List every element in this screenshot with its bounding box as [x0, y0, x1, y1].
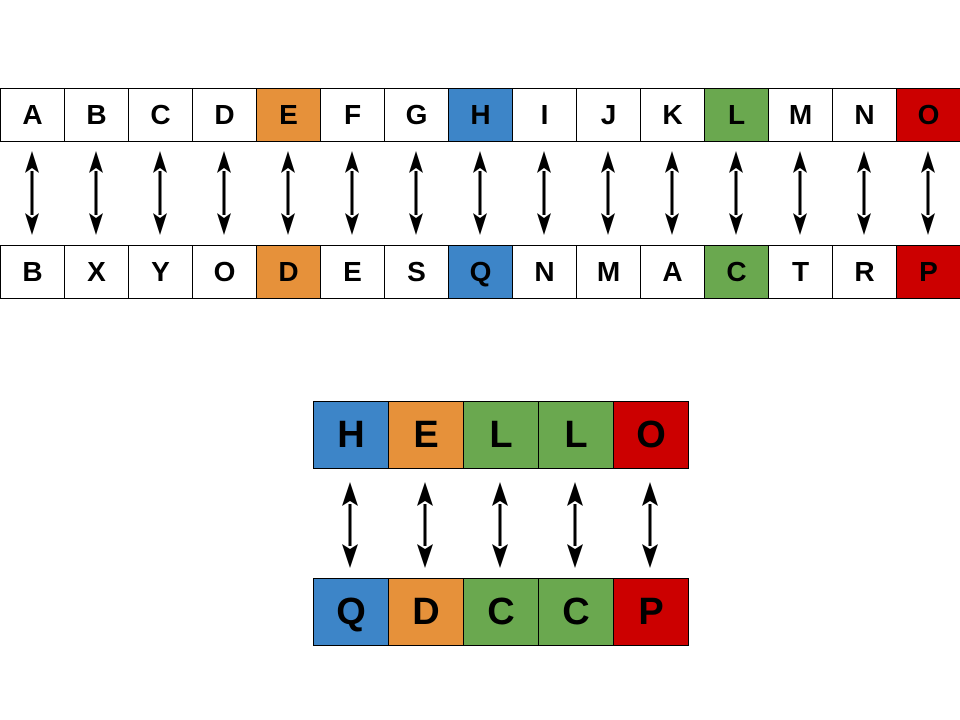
plain-letter-cell: E	[256, 88, 321, 142]
double-arrow-icon	[409, 151, 423, 235]
double-arrow-icon	[642, 482, 658, 568]
cipher-letter-cell: C	[704, 245, 769, 299]
ciphertext-letter-cell: P	[613, 578, 689, 646]
double-arrow-icon	[601, 151, 615, 235]
plain-letter-cell: K	[640, 88, 705, 142]
plaintext-letter-cell: L	[463, 401, 539, 469]
double-arrow-icon	[665, 151, 679, 235]
cipher-letter-cell: O	[192, 245, 257, 299]
double-arrow-icon	[417, 482, 433, 568]
plain-letter-cell: I	[512, 88, 577, 142]
cipher-letter-cell: X	[64, 245, 129, 299]
ciphertext-letter-cell: D	[388, 578, 464, 646]
plain-letter-cell: N	[832, 88, 897, 142]
plaintext-letter-cell: L	[538, 401, 614, 469]
plaintext-letter-cell: E	[388, 401, 464, 469]
plain-letter-cell: F	[320, 88, 385, 142]
double-arrow-icon	[492, 482, 508, 568]
cipher-letter-cell: Q	[448, 245, 513, 299]
double-arrow-icon	[473, 151, 487, 235]
cipher-letter-cell: S	[384, 245, 449, 299]
cipher-letter-cell: T	[768, 245, 833, 299]
plain-letter-cell: O	[896, 88, 960, 142]
cipher-letter-cell: P	[896, 245, 960, 299]
plain-letter-cell: J	[576, 88, 641, 142]
double-arrow-icon	[567, 482, 583, 568]
plaintext-letter-cell: H	[313, 401, 389, 469]
ciphertext-letter-cell: Q	[313, 578, 389, 646]
double-arrow-icon	[89, 151, 103, 235]
double-arrow-icon	[281, 151, 295, 235]
double-arrow-icon	[153, 151, 167, 235]
plain-letter-cell: C	[128, 88, 193, 142]
cipher-letter-cell: A	[640, 245, 705, 299]
double-arrow-icon	[342, 482, 358, 568]
plaintext-letter-cell: O	[613, 401, 689, 469]
double-arrow-icon	[729, 151, 743, 235]
double-arrow-icon	[857, 151, 871, 235]
plain-letter-cell: D	[192, 88, 257, 142]
cipher-letter-cell: M	[576, 245, 641, 299]
double-arrow-icon	[537, 151, 551, 235]
double-arrow-icon	[25, 151, 39, 235]
cipher-letter-cell: Y	[128, 245, 193, 299]
plain-letter-cell: H	[448, 88, 513, 142]
cipher-letter-cell: N	[512, 245, 577, 299]
cipher-letter-cell: E	[320, 245, 385, 299]
cipher-letter-cell: D	[256, 245, 321, 299]
plain-letter-cell: A	[0, 88, 65, 142]
double-arrow-icon	[793, 151, 807, 235]
double-arrow-icon	[217, 151, 231, 235]
cipher-letter-cell: B	[0, 245, 65, 299]
plain-letter-cell: B	[64, 88, 129, 142]
ciphertext-letter-cell: C	[463, 578, 539, 646]
plain-letter-cell: L	[704, 88, 769, 142]
double-arrow-icon	[345, 151, 359, 235]
plain-letter-cell: G	[384, 88, 449, 142]
cipher-letter-cell: R	[832, 245, 897, 299]
ciphertext-letter-cell: C	[538, 578, 614, 646]
plain-letter-cell: M	[768, 88, 833, 142]
double-arrow-icon	[921, 151, 935, 235]
